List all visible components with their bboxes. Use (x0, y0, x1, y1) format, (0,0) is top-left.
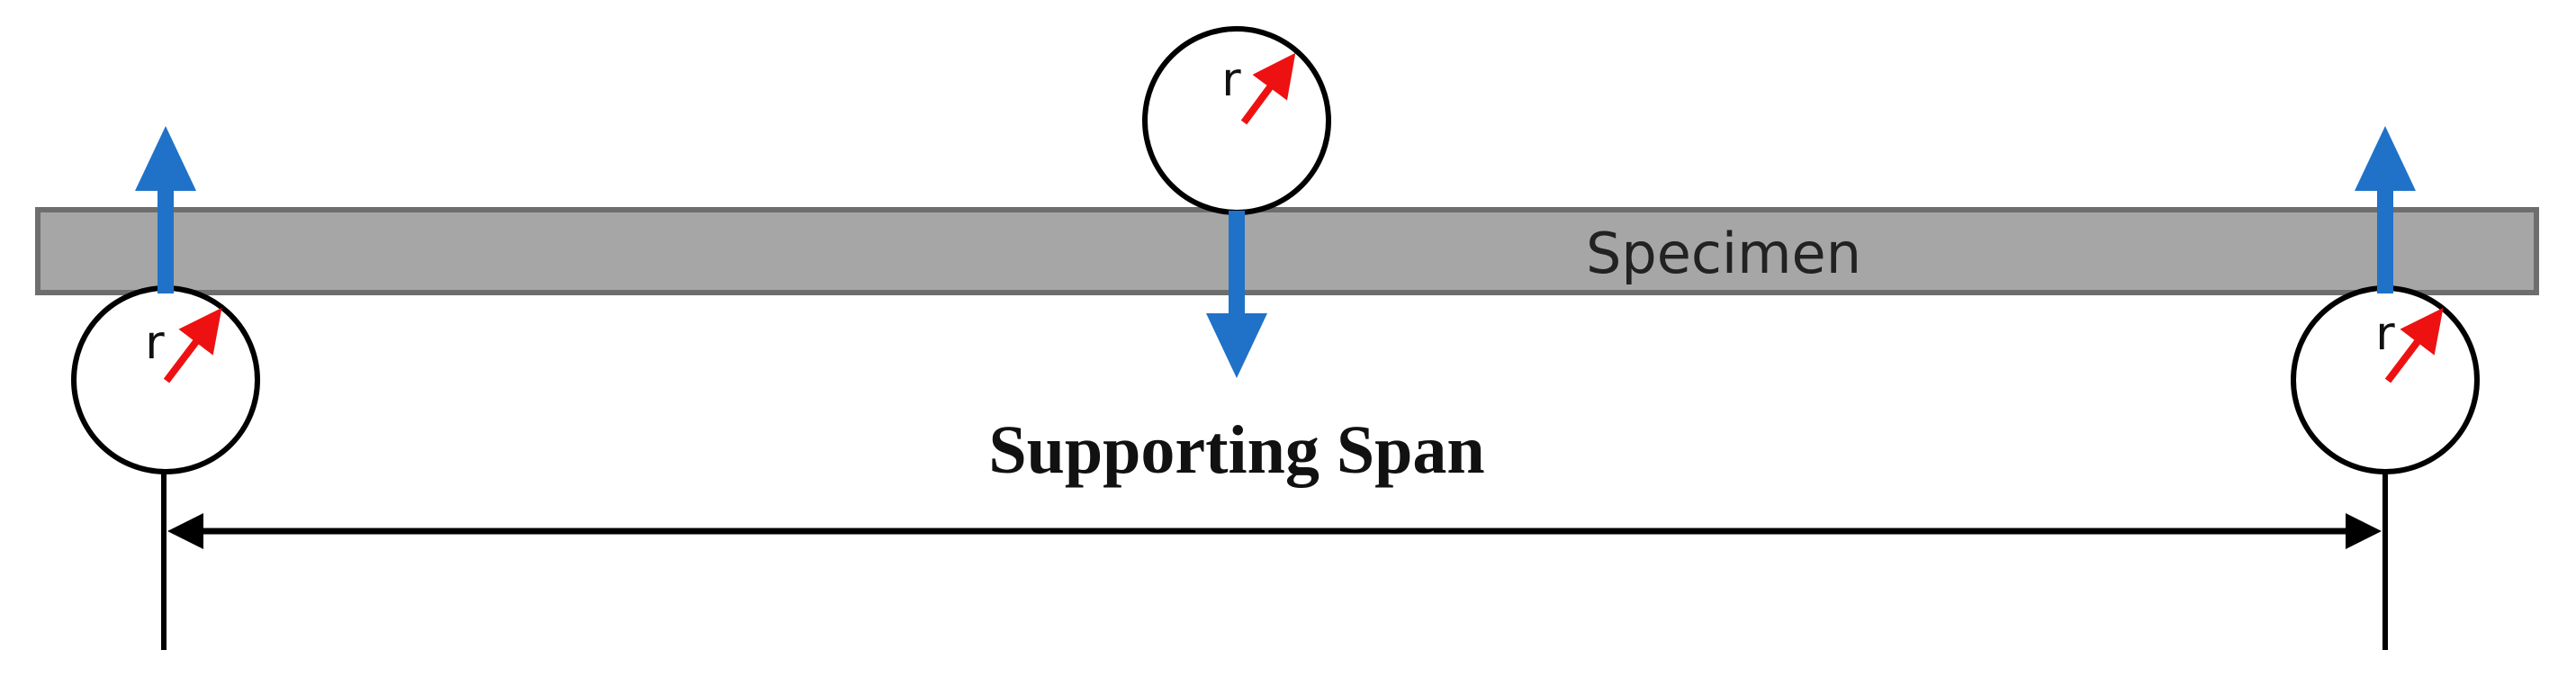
right-radius-arrow (2384, 307, 2444, 384)
load-arrow (1206, 211, 1267, 378)
supporting-span-label: Supporting Span (988, 412, 1484, 488)
top-radius-arrow (1240, 52, 1296, 125)
left-radius-label: r (145, 316, 165, 370)
right-support-roller: r (2291, 285, 2480, 474)
left-support-roller: r (71, 285, 260, 474)
span-dimension-arrow (167, 513, 2382, 549)
top-radius-label: r (1221, 53, 1241, 107)
loading-roller: r (1142, 26, 1331, 215)
right-radius-label: r (2375, 307, 2395, 361)
left-radius-arrow (163, 307, 222, 384)
specimen-bar (35, 207, 2539, 295)
left-reaction-arrow (135, 126, 196, 293)
right-reaction-arrow (2355, 126, 2416, 293)
specimen-label: Specimen (1586, 221, 1861, 286)
